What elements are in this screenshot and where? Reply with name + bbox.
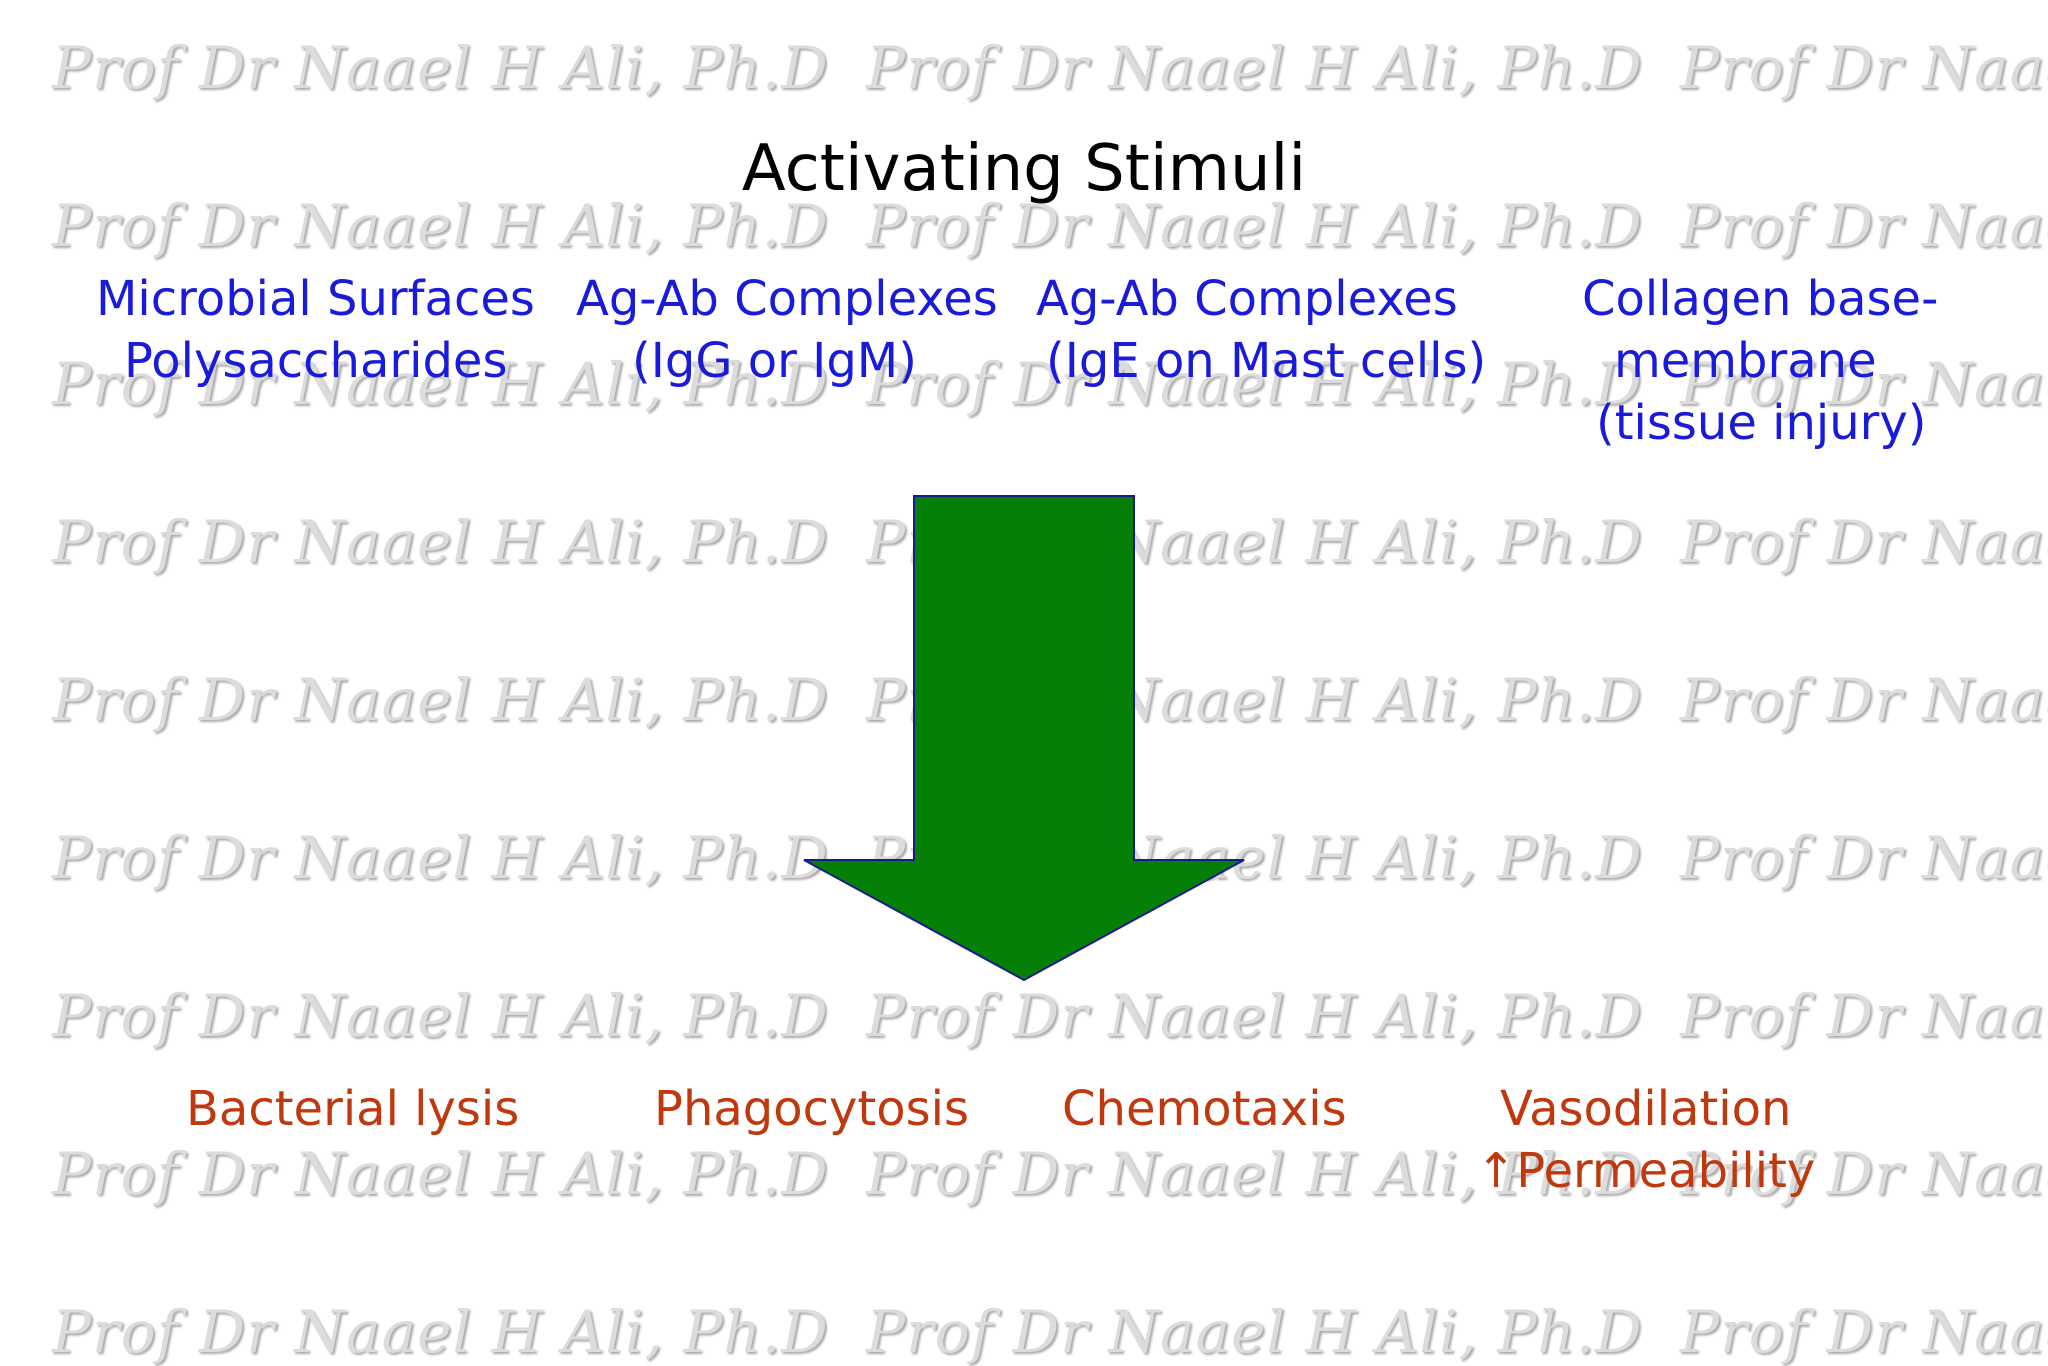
watermark-text: Prof Dr Naael H Ali, Ph.D	[52, 666, 829, 734]
watermark-text: Prof Dr Naael H Ali, Ph.D	[52, 508, 829, 576]
watermark-text: Prof Dr Naael H Ali, Ph.D	[1680, 192, 2048, 260]
watermark-text: Prof Dr Naael H Ali, Ph.D	[866, 192, 1643, 260]
watermark-text: Prof Dr Naael H Ali, Ph.D	[866, 982, 1643, 1050]
stimulus-line: Ag-Ab Complexes	[576, 271, 998, 327]
effect-chemotaxis: Chemotaxis	[1062, 1078, 1347, 1140]
stimulus-line: (IgE on Mast cells)	[1046, 333, 1487, 389]
watermark-text: Prof Dr Naael H Ali, Ph.D	[1680, 666, 2048, 734]
watermark-text: Prof Dr Naael H Ali, Ph.D	[1680, 1298, 2048, 1366]
watermark-text: Prof Dr Naael H Ali, Ph.D	[1680, 824, 2048, 892]
effect-line: Phagocytosis	[654, 1081, 969, 1137]
stimulus-microbial-surfaces: Microbial Surfaces Polysaccharides	[96, 268, 535, 392]
effect-bacterial-lysis: Bacterial lysis	[186, 1078, 519, 1140]
stimulus-line: Ag-Ab Complexes	[1036, 271, 1458, 327]
watermark-text: Prof Dr Naael H Ali, Ph.D	[52, 34, 829, 102]
effect-phagocytosis: Phagocytosis	[654, 1078, 969, 1140]
effect-line: Vasodilation	[1500, 1081, 1792, 1137]
stimulus-ige-complexes: Ag-Ab Complexes (IgE on Mast cells)	[1036, 268, 1486, 392]
watermark-text: Prof Dr Naael H Ali, Ph.D	[1680, 350, 2048, 418]
watermark-text: Prof Dr Naael H Ali, Ph.D	[1680, 1140, 2048, 1208]
effect-vasodilation-permeability: Vasodilation ↑Permeability	[1476, 1078, 1815, 1202]
watermark-text: Prof Dr Naael H Ali, Ph.D	[52, 192, 829, 260]
stimulus-line: Polysaccharides	[124, 333, 508, 389]
effect-line: Chemotaxis	[1062, 1081, 1347, 1137]
slide-title: Activating Stimuli	[741, 132, 1307, 206]
watermark-text: Prof Dr Naael H Ali, Ph.D	[1680, 982, 2048, 1050]
watermark-text: Prof Dr Naael H Ali, Ph.D	[866, 1140, 1643, 1208]
watermark-text: Prof Dr Naael H Ali, Ph.D	[52, 350, 829, 418]
stimulus-line: (IgG or IgM)	[632, 333, 917, 389]
stimulus-line: Microbial Surfaces	[96, 271, 535, 327]
watermark-text: Prof Dr Naael H Ali, Ph.D	[1680, 508, 2048, 576]
watermark-text: Prof Dr Naael H Ali, Ph.D	[52, 982, 829, 1050]
watermark-text: Prof Dr Naael H Ali, Ph.D	[866, 34, 1643, 102]
watermark-text: Prof Dr Naael H Ali, Ph.D	[1680, 34, 2048, 102]
watermark-text: Prof Dr Naael H Ali, Ph.D	[52, 824, 829, 892]
watermark-text: Prof Dr Naael H Ali, Ph.D	[52, 1298, 829, 1366]
stimulus-line: Collagen base-	[1582, 271, 1939, 327]
down-arrow-icon	[803, 495, 1245, 982]
watermark-text: Prof Dr Naael H Ali, Ph.D	[866, 350, 1643, 418]
stimulus-line: (tissue injury)	[1596, 395, 1927, 451]
watermark-text: Prof Dr Naael H Ali, Ph.D	[866, 1298, 1643, 1366]
effect-line: Bacterial lysis	[186, 1081, 520, 1137]
stimulus-collagen-basement-membrane: Collagen base- membrane (tissue injury)	[1582, 268, 1938, 454]
stimulus-igg-igm-complexes: Ag-Ab Complexes (IgG or IgM)	[576, 268, 998, 392]
down-arrow-shape	[803, 495, 1245, 982]
effect-line: ↑Permeability	[1476, 1143, 1816, 1199]
stimulus-line: membrane	[1614, 333, 1877, 389]
watermark-text: Prof Dr Naael H Ali, Ph.D	[52, 1140, 829, 1208]
